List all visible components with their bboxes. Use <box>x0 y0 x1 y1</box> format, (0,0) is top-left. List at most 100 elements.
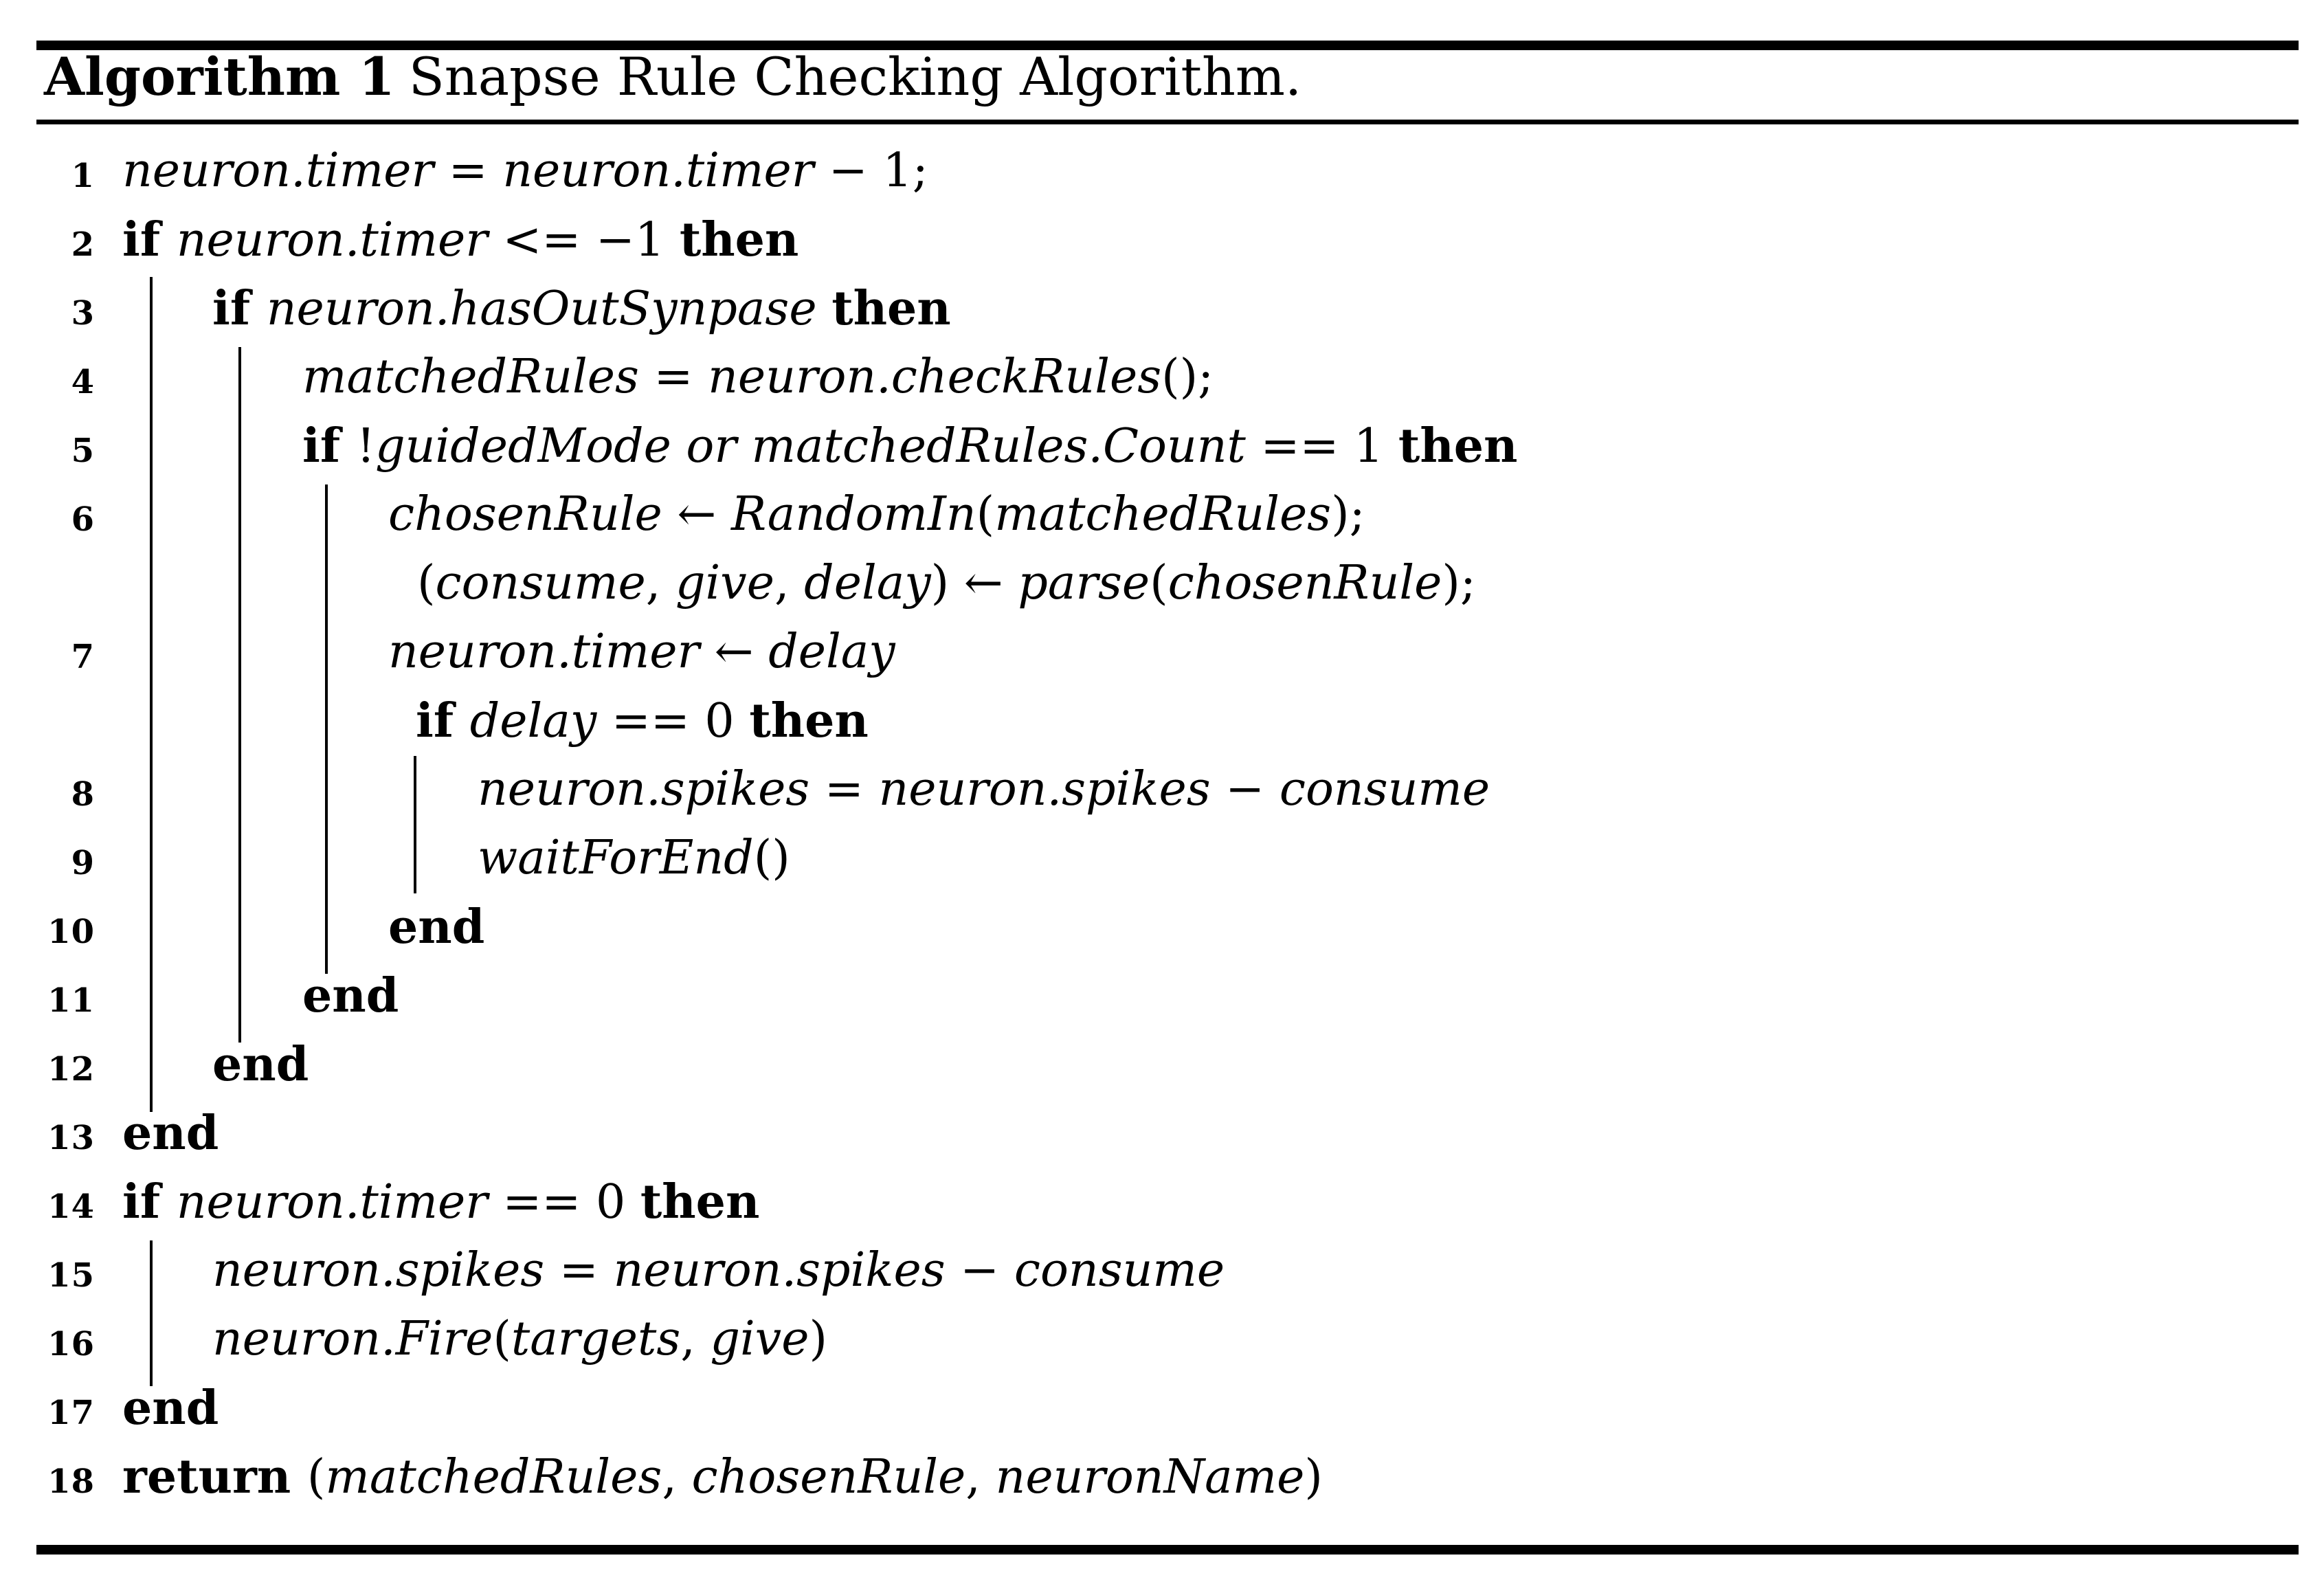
horizontal-rule <box>36 1545 2299 1555</box>
text-segment: if <box>212 281 267 336</box>
text-segment: , <box>645 556 675 610</box>
indent-bar <box>150 1240 153 1386</box>
text-segment: if <box>302 419 357 474</box>
line-number: 7 <box>71 638 95 676</box>
text-segment: then <box>640 1174 760 1229</box>
line-content: if !guidedMode or matchedRules.Count == … <box>302 410 1517 482</box>
line-content: neuron.spikes = neuron.spikes − consume <box>478 754 1490 825</box>
text-segment: − 1; <box>814 144 928 198</box>
text-segment: ) <box>1304 1450 1323 1504</box>
line-number: 2 <box>71 225 95 264</box>
line-number: 14 <box>47 1188 95 1226</box>
line-number: 6 <box>71 500 95 539</box>
text-segment: neuron.Fire <box>212 1312 493 1366</box>
text-segment: == 0 <box>487 1175 640 1229</box>
line-content: end <box>302 960 399 1032</box>
horizontal-rule <box>36 41 2299 50</box>
text-segment: ( <box>1150 556 1168 610</box>
text-segment: , <box>680 1312 711 1366</box>
text-segment: consume <box>1279 762 1490 816</box>
line-number: 8 <box>71 775 95 814</box>
text-segment: give <box>710 1312 809 1366</box>
line-number: 1 <box>71 157 95 195</box>
text-segment: , <box>774 556 805 610</box>
line-content: chosenRule ← RandomIn(matchedRules); <box>388 479 1365 550</box>
text-segment: chosenRule <box>691 1450 966 1504</box>
algorithm-line: 1 neuron.timer = neuron.timer − 1; <box>0 135 2324 207</box>
text-segment: ! <box>356 419 376 474</box>
text-segment: end <box>212 1037 309 1092</box>
line-number: 13 <box>47 1119 95 1157</box>
text-segment: neuron.spikes <box>613 1243 946 1297</box>
line-content: neuron.timer ← delay <box>388 616 895 688</box>
text-segment: if <box>416 693 470 748</box>
text-segment: neuron.checkRules <box>708 350 1162 404</box>
text-segment: = <box>809 762 879 816</box>
text-segment: neuron.spikes <box>212 1243 545 1297</box>
text-segment: consume <box>435 556 646 610</box>
algorithm-line: (consume, give, delay) ← parse(chosenRul… <box>0 548 2324 619</box>
algorithm-line: if delay == 0 then <box>0 685 2324 757</box>
text-segment: = <box>544 1243 614 1297</box>
text-segment: end <box>302 968 399 1023</box>
line-content: end <box>122 1372 219 1445</box>
line-content: if neuron.timer == 0 then <box>122 1166 759 1238</box>
algorithm-line: 6 chosenRule ← RandomIn(matchedRules); <box>0 479 2324 550</box>
text-segment: neuron.timer <box>176 1175 488 1229</box>
line-content: if delay == 0 then <box>416 685 869 757</box>
algorithm-caption-label: Algorithm 1 <box>44 46 395 107</box>
line-content: if neuron.hasOutSynpase then <box>212 273 951 345</box>
text-segment: ← <box>700 625 769 679</box>
algorithm-line: 18 return (matchedRules, chosenRule, neur… <box>0 1441 2324 1513</box>
text-segment: if <box>122 212 177 267</box>
text-segment: neuron.hasOutSynpase <box>266 282 832 336</box>
algorithm-line: 3 if neuron.hasOutSynpase then <box>0 273 2324 344</box>
line-content: return (matchedRules, chosenRule, neuron… <box>122 1441 1323 1513</box>
algorithm-line: 8 neuron.spikes = neuron.spikes − consume <box>0 754 2324 825</box>
text-segment: == 0 <box>596 694 750 748</box>
text-segment: neuronName <box>995 1450 1305 1504</box>
text-segment: ) <box>809 1312 827 1366</box>
text-segment: neuron.timer <box>502 144 814 198</box>
text-segment: − <box>1210 762 1280 816</box>
text-segment: delay <box>469 694 597 748</box>
line-content: neuron.Fire(targets, give) <box>212 1304 827 1375</box>
line-content: end <box>212 1029 309 1101</box>
text-segment: ( <box>976 487 995 542</box>
text-segment: targets <box>511 1312 681 1366</box>
text-segment: ); <box>1331 487 1365 542</box>
line-number: 10 <box>47 913 95 951</box>
text-segment: consume <box>1014 1243 1225 1297</box>
line-number: 3 <box>71 294 95 333</box>
text-segment: (); <box>1161 350 1214 404</box>
text-segment: RandomIn <box>730 487 976 542</box>
line-number: 18 <box>47 1462 95 1501</box>
line-content: neuron.timer = neuron.timer − 1; <box>122 135 928 207</box>
text-segment: guidedMode or matchedRules.Count <box>375 419 1246 474</box>
text-segment: if <box>122 1174 177 1229</box>
line-content: matchedRules = neuron.checkRules(); <box>302 342 1214 413</box>
text-segment: == 1 <box>1245 419 1398 474</box>
text-segment: ( <box>417 556 436 610</box>
text-segment: chosenRule <box>388 487 662 542</box>
text-segment: , <box>965 1450 996 1504</box>
text-segment: = <box>638 350 708 404</box>
text-segment: chosenRule <box>1167 556 1442 610</box>
text-segment: then <box>831 281 951 336</box>
text-segment: delay <box>804 556 931 610</box>
text-segment: ( <box>306 1450 326 1504</box>
text-segment: waitForEnd <box>478 831 754 885</box>
text-segment: ); <box>1442 556 1476 610</box>
text-segment: neuron.timer <box>176 213 503 267</box>
text-segment: parse <box>1018 556 1150 610</box>
text-segment: neuron.timer <box>388 625 700 679</box>
text-segment: then <box>1398 419 1518 474</box>
